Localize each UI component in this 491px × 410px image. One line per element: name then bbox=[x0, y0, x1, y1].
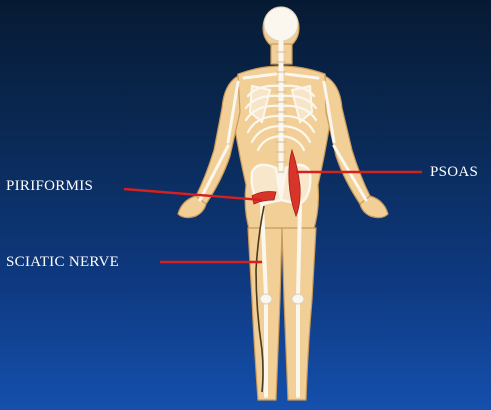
skull bbox=[264, 7, 298, 41]
knee-caps bbox=[260, 294, 304, 304]
skeleton bbox=[200, 7, 366, 396]
sciatic-nerve-label: SCIATIC NERVE bbox=[6, 254, 119, 271]
left-arm bbox=[186, 76, 240, 212]
piriformis-label: PIRIFORMIS bbox=[6, 178, 93, 195]
right-arm bbox=[325, 76, 380, 212]
psoas-label: PSOAS bbox=[430, 164, 478, 181]
